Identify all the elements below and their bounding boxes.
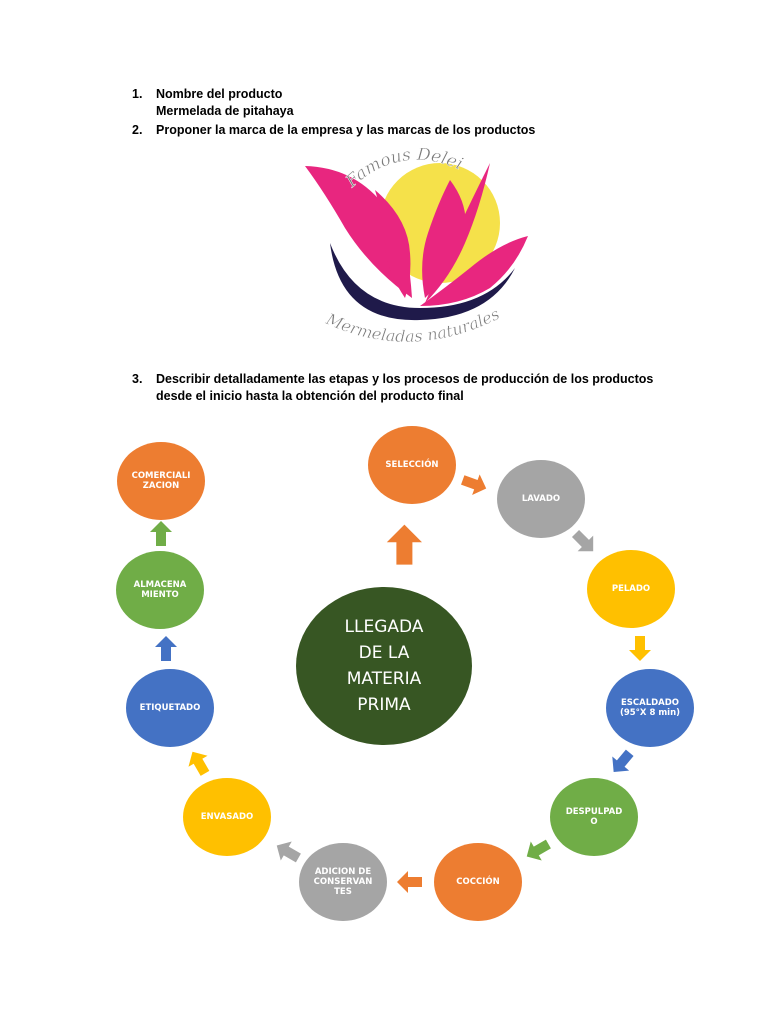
process-step-node: ESCALDADO (95°X 8 min) xyxy=(606,669,694,747)
list-number: 1. xyxy=(132,87,143,101)
arrow-shape xyxy=(150,521,172,546)
flow-arrow-icon xyxy=(150,521,172,546)
flow-arrow-icon xyxy=(629,636,651,661)
process-step-node: ADICION DE CONSERVAN TES xyxy=(299,843,387,921)
process-step-node: LAVADO xyxy=(497,460,585,538)
process-step-node: COCCIÓN xyxy=(434,843,522,921)
petal-mid-left-shape xyxy=(375,190,411,298)
flow-arrow-icon xyxy=(386,524,422,565)
list-text: Describir detalladamente las etapas y lo… xyxy=(156,371,653,405)
arrow-shape xyxy=(397,871,422,893)
process-step-node: DESPULPAD O xyxy=(550,778,638,856)
petal-right-shape xyxy=(425,163,490,303)
flow-arrow-icon xyxy=(155,636,177,661)
list-line: Mermelada de pitahaya xyxy=(156,104,294,118)
process-step-node: PELADO xyxy=(587,550,675,628)
arrow-shape xyxy=(461,474,487,496)
list-number: 3. xyxy=(132,372,143,386)
dark-arc-shape xyxy=(330,243,515,321)
center-node-raw-material-arrival: LLEGADA DE LA MATERIA PRIMA xyxy=(296,587,472,745)
list-text: Nombre del producto Mermelada de pitahay… xyxy=(156,86,294,120)
production-process-diagram: LLEGADA DE LA MATERIA PRIMA SELECCIÓN LAV… xyxy=(0,410,768,950)
process-step-node: COMERCIALI ZACION xyxy=(117,442,205,520)
process-step-node: ENVASADO xyxy=(183,778,271,856)
list-text: Proponer la marca de la empresa y las ma… xyxy=(156,123,536,137)
petal-far-right-shape xyxy=(420,236,528,306)
arrow-shape xyxy=(155,636,177,661)
flow-arrow-icon xyxy=(397,871,422,893)
arrow-shape xyxy=(612,749,634,772)
brand-logo: Famous Deleit Mermeladas naturales xyxy=(300,148,528,346)
flow-arrow-icon xyxy=(461,474,487,496)
arrow-shape xyxy=(526,839,551,861)
process-step-node: ALMACENA MIENTO xyxy=(116,551,204,629)
flow-arrow-icon xyxy=(612,749,634,772)
arrow-shape xyxy=(276,841,301,863)
list-line: Nombre del producto xyxy=(156,87,283,101)
list-number: 2. xyxy=(132,123,143,137)
flow-arrow-icon xyxy=(188,751,210,776)
petal-left-shape xyxy=(305,166,412,298)
arrow-shape xyxy=(188,751,210,776)
list-line: Describir detalladamente las etapas y lo… xyxy=(156,372,654,386)
flow-arrow-icon xyxy=(571,529,594,552)
flow-arrow-icon xyxy=(526,839,551,861)
flow-arrow-icon xyxy=(276,841,301,863)
arrow-shape xyxy=(571,529,594,552)
list-line: desde el inicio hasta la obtención del p… xyxy=(156,389,464,403)
arrow-shape xyxy=(629,636,651,661)
petal-mid-shape xyxy=(422,180,466,298)
process-step-node: ETIQUETADO xyxy=(126,669,214,747)
process-step-node: SELECCIÓN xyxy=(368,426,456,504)
arrow-shape xyxy=(386,524,422,565)
